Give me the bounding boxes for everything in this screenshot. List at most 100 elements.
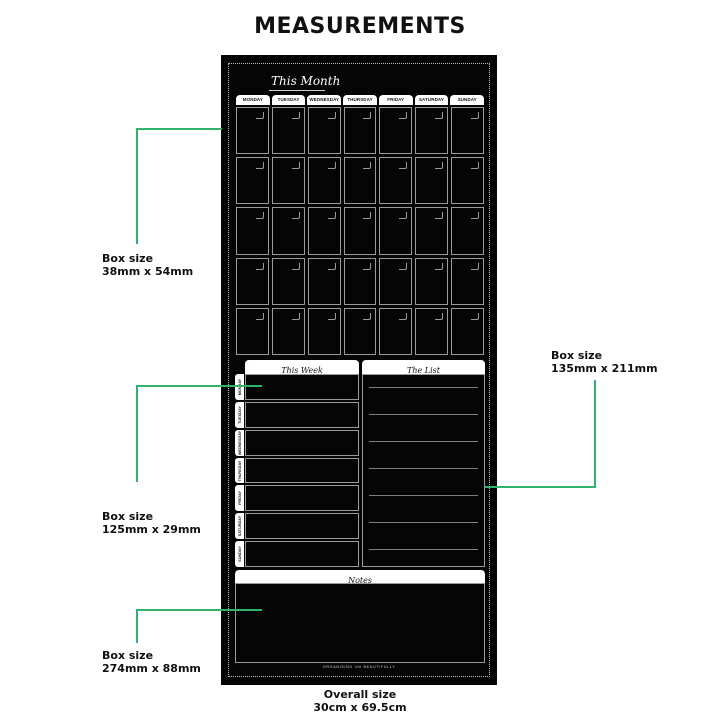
week-day-tab: WEDNESDAY: [235, 429, 244, 456]
list-header: The List: [362, 360, 485, 375]
month-day-cell: [271, 157, 305, 205]
list-ruled-line: [369, 414, 478, 415]
label-size: 274mm x 88mm: [102, 662, 201, 675]
list-ruled-line: [369, 495, 478, 496]
weekday-header: SUNDAY: [450, 95, 485, 105]
weekday-header: MONDAY: [236, 95, 270, 105]
month-day-cell: [236, 257, 269, 305]
date-corner-mark: [471, 312, 479, 320]
week-box-connector: [136, 385, 138, 482]
weekday-header-row: MONDAY TUESDAY WEDNESDAY THURSDAY FRIDAY…: [235, 95, 485, 105]
date-corner-mark: [327, 112, 336, 119]
label-title: Box size: [102, 510, 154, 523]
date-corner-mark: [291, 162, 300, 170]
month-day-cell: [379, 207, 413, 255]
month-day-cell: [307, 157, 341, 205]
month-day-cell: [236, 307, 269, 355]
month-day-cell: [236, 207, 269, 255]
notes-box-label: Box size 274mm x 88mm: [102, 649, 201, 675]
date-corner-mark: [255, 212, 264, 220]
week-day-tab: FRIDAY: [235, 485, 244, 512]
month-day-cell: [379, 107, 413, 155]
date-corner-mark: [255, 262, 264, 270]
list-ruled-line: [369, 441, 478, 442]
date-corner-mark: [399, 262, 408, 270]
month-day-cell: [343, 157, 377, 205]
month-day-cell: [236, 157, 269, 205]
date-corner-mark: [291, 212, 300, 220]
date-corner-mark: [255, 112, 264, 119]
date-corner-mark: [435, 112, 444, 119]
date-corner-mark: [363, 162, 372, 170]
week-day-tab: SATURDAY: [235, 513, 244, 540]
weekday-header: WEDNESDAY: [307, 95, 342, 105]
label-size: 30cm x 69.5cm: [313, 701, 407, 714]
month-day-cell: [343, 257, 377, 305]
date-corner-mark: [363, 312, 372, 320]
notes-box: [235, 583, 485, 663]
overall-size-label: Overall size 30cm x 69.5cm: [0, 688, 720, 714]
label-size: 38mm x 54mm: [102, 265, 194, 278]
date-corner-mark: [291, 312, 300, 320]
dotted-border: [228, 63, 490, 677]
date-corner-mark: [399, 112, 408, 119]
date-corner-mark: [291, 262, 300, 270]
label-size: 135mm x 211mm: [551, 362, 658, 375]
month-day-cell: [451, 257, 484, 305]
month-box-connector: [136, 128, 138, 244]
label-title: Box size: [551, 349, 603, 362]
date-corner-mark: [255, 312, 264, 320]
month-day-cell: [307, 207, 341, 255]
month-day-cell: [451, 107, 484, 155]
month-day-cell: [271, 107, 305, 155]
month-day-cell: [343, 207, 377, 255]
date-corner-mark: [363, 212, 372, 220]
week-row: SUNDAY: [235, 541, 359, 568]
week-rows: MONDAY TUESDAY WEDNESDAY THURSDAY FRIDAY…: [235, 374, 359, 568]
date-corner-mark: [255, 162, 264, 170]
month-day-cell: [415, 257, 449, 305]
week-day-box: [245, 429, 359, 456]
list-ruled-line: [369, 549, 478, 550]
date-corner-mark: [435, 162, 444, 170]
month-day-cell: [415, 207, 449, 255]
notes-header: Notes: [235, 570, 485, 585]
list-ruled-line: [369, 522, 478, 523]
month-box-connector: [136, 128, 222, 130]
date-corner-mark: [399, 162, 408, 170]
week-header: This Week: [245, 360, 359, 375]
list-title: The List: [407, 366, 440, 375]
list-ruled-line: [369, 387, 478, 388]
week-day-tab: TUESDAY: [235, 401, 244, 428]
month-grid: [235, 106, 485, 356]
notes-box-connector: [136, 609, 262, 611]
week-row: FRIDAY: [235, 485, 359, 512]
month-day-cell: [307, 107, 341, 155]
date-corner-mark: [471, 212, 479, 220]
weekday-header: FRIDAY: [378, 95, 413, 105]
date-corner-mark: [471, 162, 479, 170]
week-day-box: [245, 541, 359, 568]
brand-logo: ORGANISING life BEAUTIFULLY: [322, 665, 396, 669]
date-corner-mark: [471, 112, 479, 119]
week-day-label: THURSDAY: [237, 460, 242, 481]
month-day-cell: [343, 107, 377, 155]
week-box-connector: [136, 385, 262, 387]
notes-title: Notes: [348, 576, 372, 585]
list-ruled-line: [369, 468, 478, 469]
date-corner-mark: [435, 312, 444, 320]
week-row: TUESDAY: [235, 401, 359, 428]
month-day-cell: [451, 207, 484, 255]
month-day-cell: [236, 107, 269, 155]
date-corner-mark: [435, 262, 444, 270]
notes-box-connector: [136, 609, 138, 643]
week-day-tab: THURSDAY: [235, 457, 244, 484]
month-day-cell: [379, 157, 413, 205]
week-day-label: WEDNESDAY: [237, 430, 242, 455]
month-day-cell: [415, 107, 449, 155]
week-box-label: Box size 125mm x 29mm: [102, 510, 201, 536]
month-day-cell: [415, 157, 449, 205]
month-day-cell: [415, 307, 449, 355]
month-day-cell: [271, 207, 305, 255]
week-day-label: FRIDAY: [237, 491, 242, 506]
